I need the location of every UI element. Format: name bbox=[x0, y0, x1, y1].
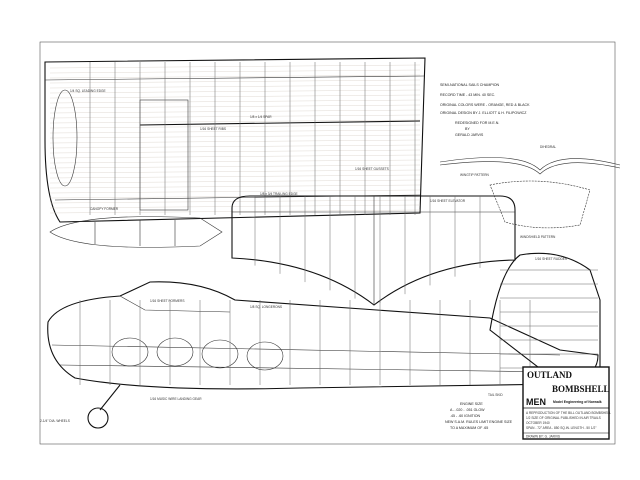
wood-grain-line bbox=[49, 94, 421, 99]
stabilizer-planform bbox=[231, 195, 516, 306]
svg-text:1/2 SIZE OF ORIGINAL PUBLISHED: 1/2 SIZE OF ORIGINAL PUBLISHED IN AIR TR… bbox=[526, 416, 601, 420]
svg-text:OCTOBER 1940: OCTOBER 1940 bbox=[526, 421, 550, 425]
label-leading-edge: 1/4 SQ. LEADING EDGE bbox=[70, 89, 106, 93]
plan-title-1: OUTLAND bbox=[527, 370, 573, 380]
wood-grain-line bbox=[49, 199, 421, 204]
label-wheel: 2-1/4" DIA. WHEELS bbox=[40, 419, 70, 423]
wood-grain-line bbox=[49, 159, 421, 164]
wood-grain-line bbox=[49, 109, 421, 114]
lightening-hole bbox=[201, 339, 239, 369]
lightening-hole bbox=[111, 337, 149, 367]
label-longerons: 1/8 SQ. LONGERONS bbox=[250, 305, 282, 309]
lightening-hole bbox=[246, 341, 284, 371]
svg-text:A - .020 - .051 GLOW: A - .020 - .051 GLOW bbox=[450, 408, 485, 412]
label-windshield: WINDSHIELD PATTERN bbox=[520, 235, 556, 239]
wood-grain-line bbox=[49, 139, 421, 144]
info-block: SEMI-NATIONAL SAILS CHAMPION RECORD TIME… bbox=[440, 83, 530, 137]
wood-grain-line bbox=[49, 119, 421, 124]
wood-grain-line bbox=[49, 89, 421, 94]
wood-grain-line bbox=[49, 114, 421, 119]
engine-size-block: ENGINE SIZE A - .020 - .051 GLOW .45 - .… bbox=[445, 402, 513, 430]
label-rudder: 1/16 SHEET RUDDER bbox=[535, 257, 568, 261]
wood-grain-line bbox=[49, 104, 421, 109]
title-block: OUTLAND BOMBSHELL MEN Model Engineering … bbox=[522, 366, 611, 440]
label-canopy: CANOPY FORMER bbox=[90, 207, 119, 211]
plan-title-2: BOMBSHELL bbox=[552, 384, 610, 394]
svg-text:A REPRODUCTION OF THE BILL OUT: A REPRODUCTION OF THE BILL OUTLAND BOMBS… bbox=[526, 411, 611, 415]
svg-text:REDESIGNED FOR M.E.N.: REDESIGNED FOR M.E.N. bbox=[455, 121, 499, 125]
wood-grain-line bbox=[49, 209, 421, 214]
label-ribs: 1/16 SHEET RIBS bbox=[200, 127, 226, 131]
label-gusset: 1/16 SHEET GUSSETS bbox=[355, 167, 389, 171]
wood-grain-line bbox=[49, 189, 421, 194]
wing-planform bbox=[44, 57, 426, 223]
svg-text:ENGINE SIZE: ENGINE SIZE bbox=[460, 402, 483, 406]
wood-grain-line bbox=[49, 169, 421, 174]
label-spar: 1/8 x 1/4 SPAR bbox=[250, 115, 272, 119]
wood-grain-line bbox=[49, 134, 421, 139]
wood-grain-line bbox=[49, 144, 421, 149]
svg-text:NEW S.A.M. RULES LIMIT ENGINE: NEW S.A.M. RULES LIMIT ENGINE SIZE bbox=[445, 420, 513, 424]
dihedral-view bbox=[439, 157, 621, 175]
wood-grain-line bbox=[49, 124, 421, 129]
wood-grain-line bbox=[49, 84, 421, 89]
fin-rudder bbox=[489, 252, 601, 385]
publisher-name: Model Engineering of Norwalk bbox=[553, 400, 602, 404]
svg-text:SEMI-NATIONAL SAILS CHAMPION: SEMI-NATIONAL SAILS CHAMPION bbox=[440, 83, 500, 87]
canopy-top-view bbox=[49, 216, 223, 248]
label-formers: 1/16 SHEET FORMERS bbox=[150, 299, 184, 303]
wood-grain-line bbox=[49, 149, 421, 154]
label-landing-gear: 1/16 MUSIC WIRE LANDING GEAR bbox=[150, 397, 202, 401]
svg-text:BY: BY bbox=[465, 127, 470, 131]
svg-text:SPAN - 72" AREA - 850 SQ.IN.: SPAN - 72" AREA - 850 SQ.IN. LENGTH - 50… bbox=[526, 426, 596, 430]
svg-text:GERALD JARVIS: GERALD JARVIS bbox=[455, 133, 484, 137]
wood-grain-line bbox=[49, 69, 421, 74]
wood-grain-line bbox=[49, 64, 421, 69]
label-trailing-edge: 1/8 x 3/4 TRAILING EDGE bbox=[260, 192, 298, 196]
wood-grain-line bbox=[49, 79, 421, 84]
label-tailskid: TAIL SKID bbox=[488, 393, 503, 397]
wood-grain-line bbox=[49, 204, 421, 209]
svg-text:TO A MAXIMUM OF .65: TO A MAXIMUM OF .65 bbox=[450, 426, 488, 430]
label-elevator: 1/16 SHEET ELEVATOR bbox=[430, 199, 466, 203]
lightening-hole bbox=[156, 337, 194, 367]
fuselage-side-view bbox=[47, 281, 599, 390]
label-wingtip: WINGTIP PATTERN bbox=[460, 173, 490, 177]
wood-grain-line bbox=[49, 179, 421, 184]
svg-text:ORIGINAL DESIGN BY J. ELLIOTT: ORIGINAL DESIGN BY J. ELLIOTT & H. FILIP… bbox=[440, 111, 527, 115]
wheel bbox=[87, 407, 109, 429]
wood-grain-line bbox=[49, 184, 421, 189]
label-dihedral: DIHEDRAL bbox=[540, 145, 556, 149]
wood-grain-line bbox=[49, 99, 421, 104]
wood-grain-line bbox=[49, 74, 421, 79]
windshield-pattern bbox=[489, 180, 591, 229]
wood-grain-line bbox=[49, 174, 421, 179]
wood-grain-line bbox=[49, 154, 421, 159]
landing-gear bbox=[99, 384, 121, 411]
sheet-border bbox=[39, 41, 616, 445]
men-logo: MEN bbox=[526, 397, 546, 407]
wood-grain-line bbox=[49, 164, 421, 169]
svg-text:ORIGINAL COLORS WERE - ORANGE,: ORIGINAL COLORS WERE - ORANGE, RED & BLA… bbox=[440, 103, 530, 107]
svg-text:.45 - .60 IGNITION: .45 - .60 IGNITION bbox=[450, 414, 481, 418]
drawn-by: DRAWN BY: G. JARVIS bbox=[526, 435, 560, 439]
svg-text:RECORD TIME - 43 MIN. 40 SEC.: RECORD TIME - 43 MIN. 40 SEC. bbox=[440, 93, 495, 97]
wood-grain-line bbox=[49, 129, 421, 134]
